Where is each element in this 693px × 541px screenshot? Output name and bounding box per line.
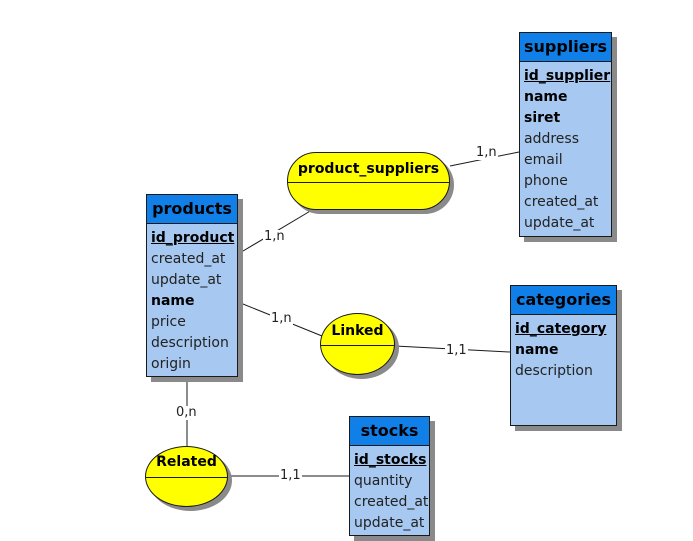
attribute-list: id_stocks quantity created_at update_at: [350, 446, 429, 534]
relation-divider: [146, 477, 227, 478]
attribute-list: id_category name description: [511, 315, 616, 382]
cardinality-label: 1,1: [279, 468, 302, 483]
attribute: email: [524, 152, 563, 168]
attribute: price: [151, 314, 186, 330]
entity-title: categories: [511, 286, 616, 315]
relation-linked[interactable]: Linked: [320, 313, 395, 375]
attribute: name: [151, 293, 195, 309]
relation-divider: [321, 345, 394, 346]
entity-stocks[interactable]: stocks id_stocks quantity created_at upd…: [349, 416, 430, 536]
attribute: created_at: [354, 494, 429, 510]
cardinality-label: 1,1: [445, 343, 468, 358]
attribute: description: [151, 335, 229, 351]
entity-title: products: [147, 195, 237, 224]
relation-divider: [288, 182, 449, 183]
attribute: created_at: [151, 251, 226, 267]
attribute: address: [524, 131, 580, 147]
relation-label: Related: [156, 454, 217, 470]
attribute-list: id_product created_at update_at name pri…: [147, 224, 237, 375]
attribute: name: [515, 342, 559, 358]
cardinality-label: 0,n: [175, 405, 198, 420]
relation-related[interactable]: Related: [145, 446, 228, 507]
entity-suppliers[interactable]: suppliers id_supplier name siret address…: [519, 32, 612, 237]
entity-title: stocks: [350, 417, 429, 446]
attribute: name: [524, 89, 568, 105]
attribute: phone: [524, 173, 568, 189]
attribute: siret: [524, 110, 561, 126]
primary-key-attribute: id_product: [151, 230, 235, 246]
attribute: description: [515, 363, 593, 379]
cardinality-label: 1,n: [270, 311, 293, 326]
attribute: update_at: [151, 272, 222, 288]
attribute: created_at: [524, 194, 599, 210]
attribute: origin: [151, 356, 191, 372]
relation-label: Linked: [331, 323, 384, 339]
attribute: update_at: [524, 215, 595, 231]
attribute: update_at: [354, 515, 425, 531]
relation-product-suppliers[interactable]: product_suppliers: [287, 152, 450, 210]
cardinality-label: 1,n: [475, 145, 498, 160]
entity-categories[interactable]: categories id_category name description: [510, 285, 617, 426]
entity-products[interactable]: products id_product created_at update_at…: [146, 194, 238, 377]
attribute: quantity: [354, 473, 413, 489]
primary-key-attribute: id_stocks: [354, 452, 427, 468]
relation-label: product_suppliers: [297, 161, 440, 177]
cardinality-label: 1,n: [263, 229, 286, 244]
entity-title: suppliers: [520, 33, 611, 62]
attribute-list: id_supplier name siret address email pho…: [520, 62, 611, 234]
primary-key-attribute: id_supplier: [524, 68, 611, 84]
primary-key-attribute: id_category: [515, 321, 607, 337]
